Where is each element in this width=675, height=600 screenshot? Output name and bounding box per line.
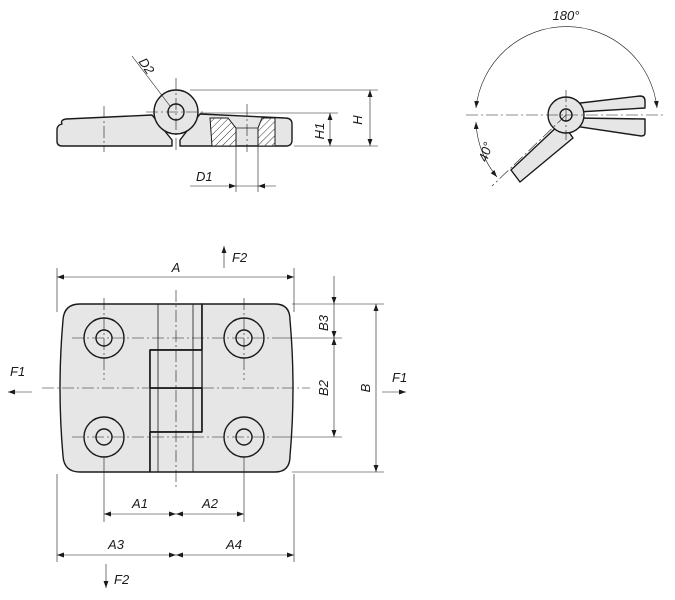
rotation-right-leaf [573, 117, 646, 137]
plan-right-leaf [149, 303, 294, 473]
rotation-40-reference [491, 114, 567, 187]
f2-top-label: F2 [232, 250, 248, 265]
side-countersink-hatch-left [209, 117, 237, 147]
d2-label: D2 [136, 55, 158, 78]
angle-180-label: 180° [553, 8, 580, 23]
a2-label: A2 [201, 496, 219, 511]
d2-leader [131, 55, 171, 107]
angle-40-label: 40° [475, 140, 495, 163]
f2-bottom-label: F2 [114, 572, 130, 587]
d1-label: D1 [196, 169, 213, 184]
b-label: B [358, 383, 373, 392]
plan-view: A B B3 B2 A1 A2 A3 A4 F1 F1 [8, 246, 407, 588]
angle-40-arc [473, 121, 498, 178]
rotation-view: 180° 40° [466, 8, 664, 187]
b2-label: B2 [316, 379, 331, 396]
a4-label: A4 [225, 537, 242, 552]
h-label: H [350, 115, 365, 125]
a1-label: A1 [131, 496, 148, 511]
f1-left-label: F1 [10, 364, 25, 379]
a3-label: A3 [107, 537, 125, 552]
side-left-leaf [56, 114, 173, 147]
b3-label: B3 [316, 314, 331, 331]
f1-right-label: F1 [392, 370, 407, 385]
side-view: D2 H H1 D1 [56, 55, 378, 192]
a-label: A [171, 260, 181, 275]
angle-180-arc [474, 26, 659, 109]
h1-label: H1 [312, 123, 327, 140]
side-countersink-hatch-right [257, 117, 276, 147]
